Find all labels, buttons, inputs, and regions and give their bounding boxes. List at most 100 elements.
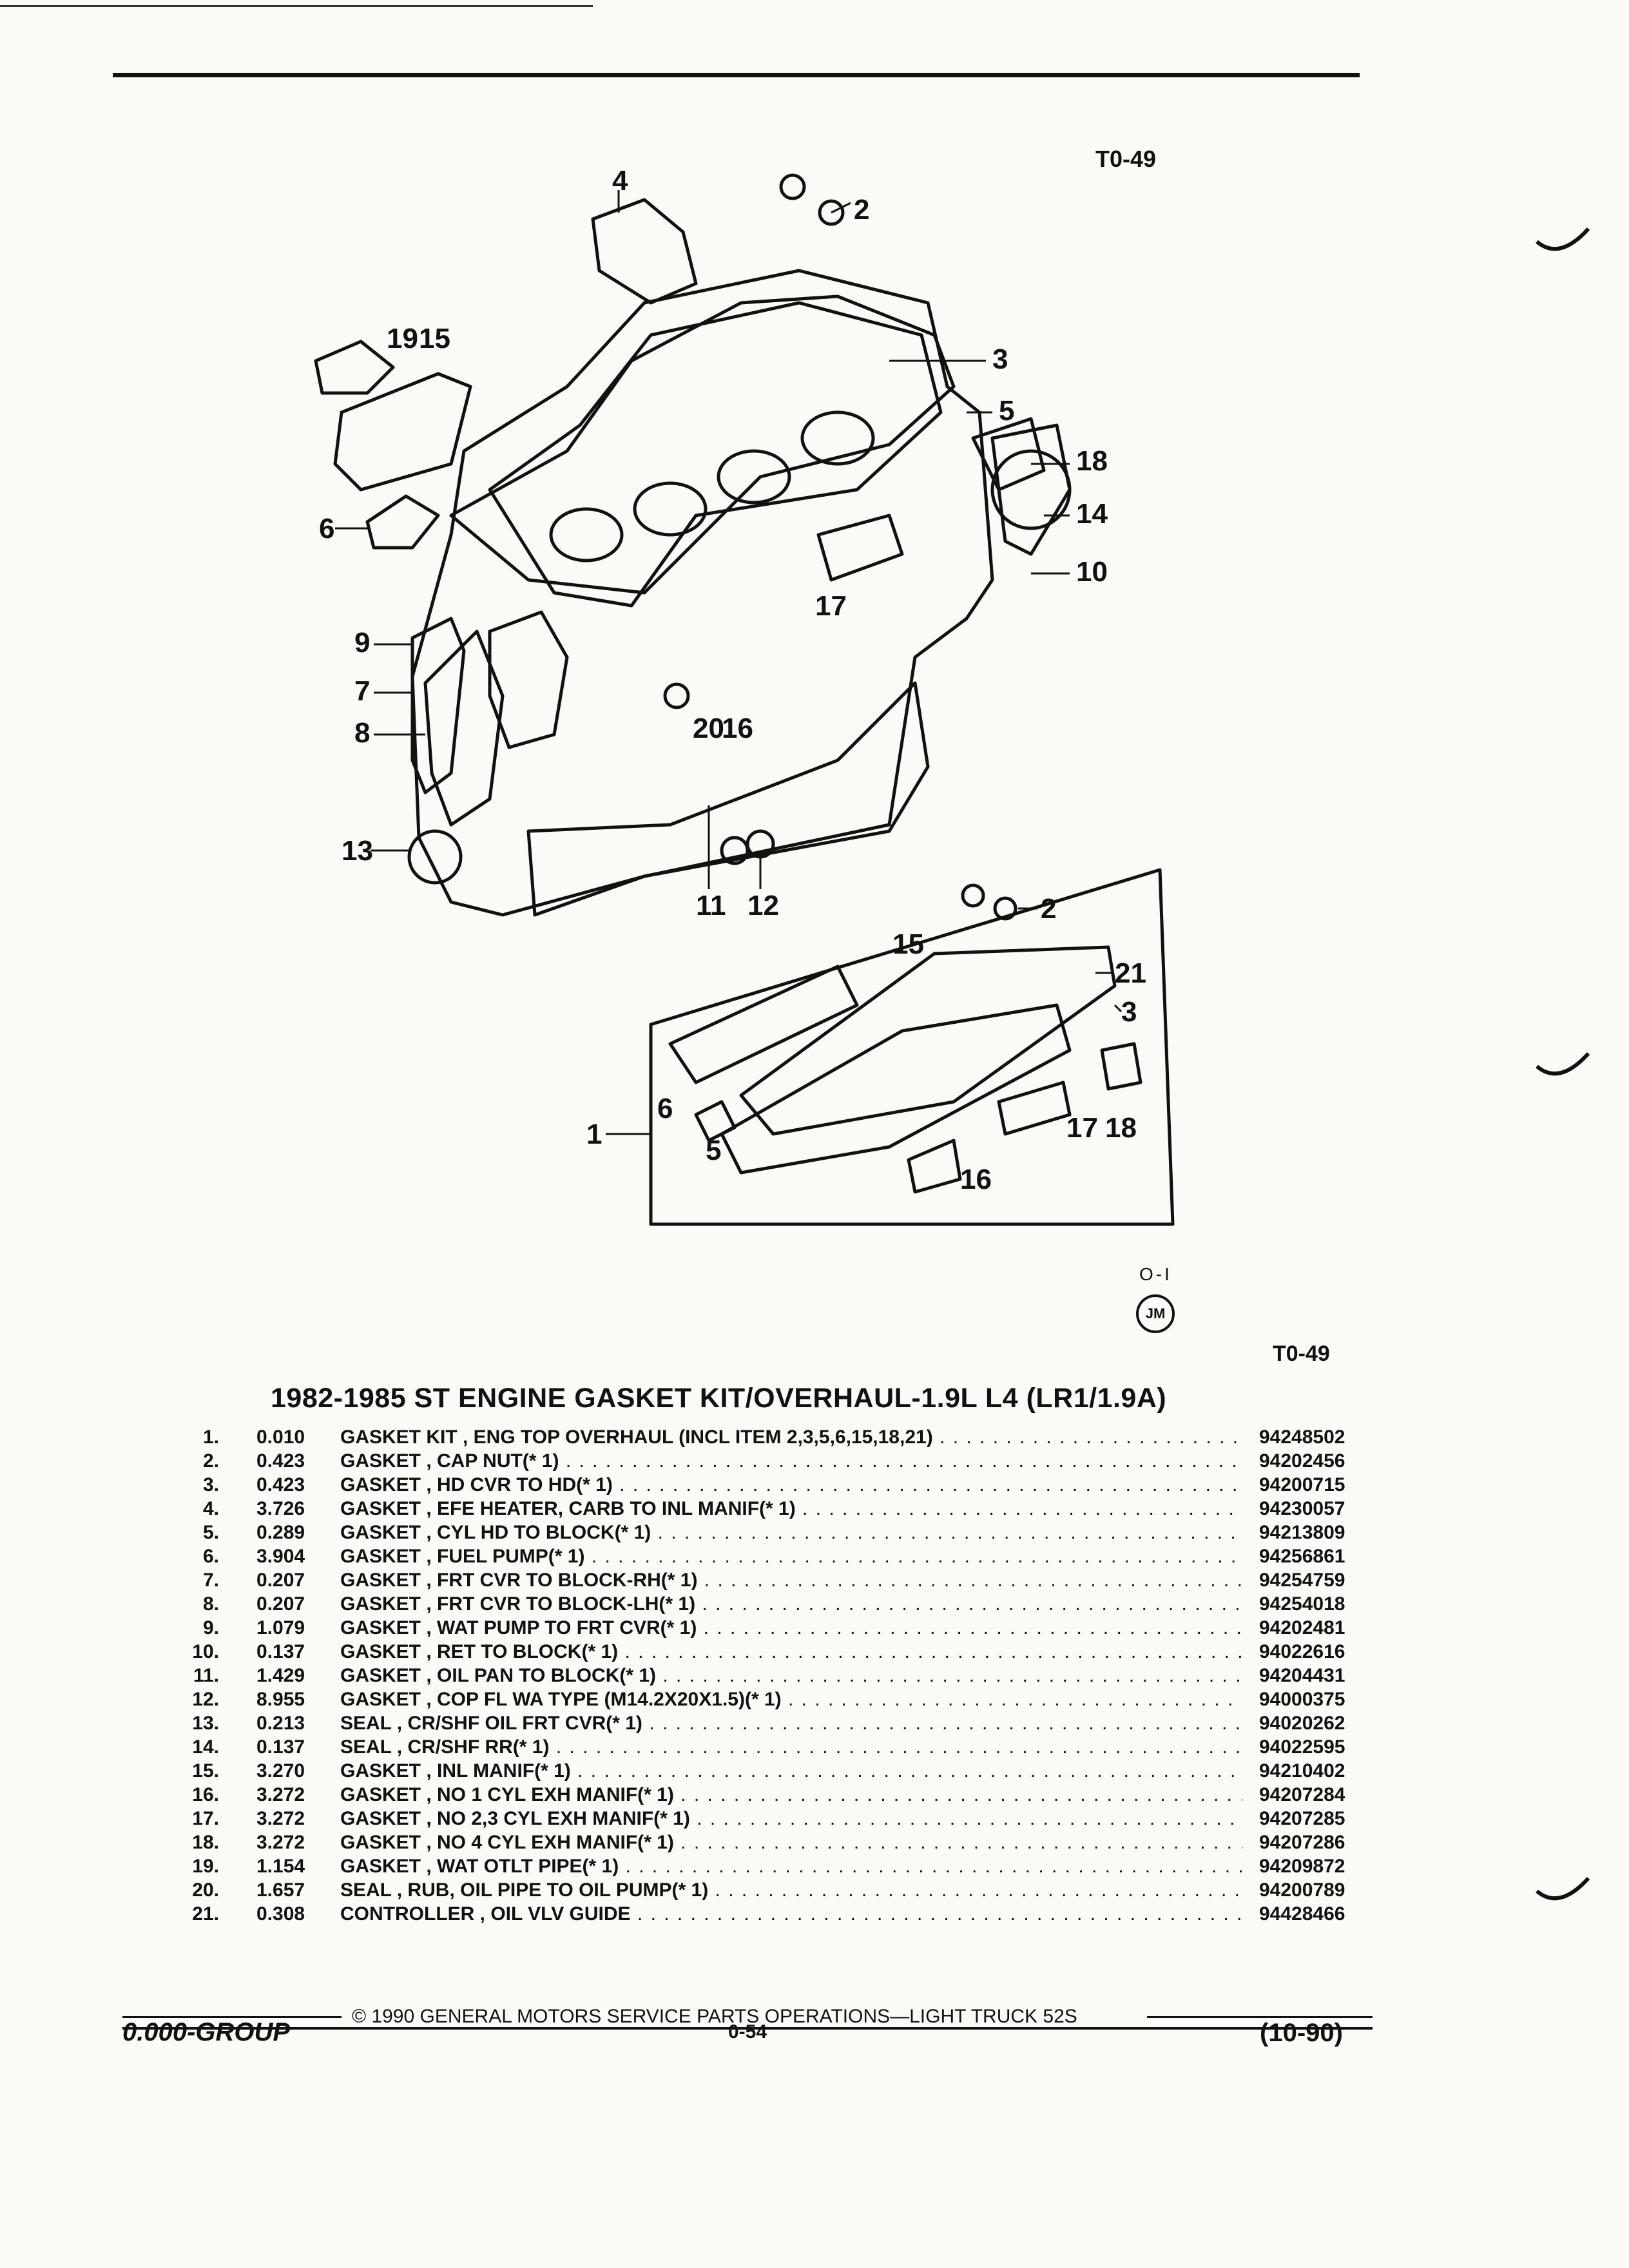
kit-callout-2: 2	[1041, 893, 1056, 925]
part-number: 94202456	[1255, 1449, 1345, 1473]
kit-exh-gasket-16	[907, 1139, 962, 1194]
cap-nut-2	[818, 199, 845, 226]
bore-1	[549, 507, 624, 562]
bore-4	[800, 410, 875, 466]
part-quantity: 0.423	[256, 1450, 305, 1472]
part-number-index: 21.	[192, 1903, 219, 1925]
kit-intake-gasket	[668, 965, 859, 1084]
figure-reference-top: T0-49	[1095, 146, 1157, 172]
front-cover-gasket-rh	[410, 617, 466, 794]
part-quantity: 3.726	[256, 1498, 305, 1519]
part-description: GASKET , NO 2,3 CYL EXH MANIF(* 1)	[340, 1807, 1242, 1831]
part-number: 94204431	[1255, 1664, 1345, 1687]
kit-cap-nut-2	[993, 896, 1017, 921]
front-oil-seal	[407, 829, 463, 885]
top-thin-rule	[0, 5, 593, 7]
kit-callout-15: 15	[892, 928, 924, 960]
part-description: GASKET , WAT PUMP TO FRT CVR(* 1)	[340, 1616, 1242, 1640]
margin-mark-3	[1536, 1876, 1590, 1901]
kit-box	[649, 868, 1175, 1226]
kit-exh-gasket-17	[997, 1081, 1072, 1136]
rear-oil-seal	[990, 449, 1072, 530]
part-number: 94000375	[1255, 1687, 1345, 1711]
rear-retainer-gasket	[990, 423, 1072, 556]
part-description: GASKET , RET TO BLOCK(* 1)	[340, 1640, 1242, 1664]
part-number-index: 4.	[202, 1498, 219, 1519]
kit-exh-gasket-18	[1100, 1042, 1142, 1091]
part-quantity: 8.955	[256, 1689, 305, 1710]
part-number: 94022595	[1255, 1735, 1345, 1759]
callout-15: 15	[419, 323, 450, 354]
callout-18: 18	[1076, 445, 1108, 477]
part-number: 94207286	[1255, 1831, 1345, 1854]
part-quantity: 0.137	[256, 1736, 305, 1758]
cylinder-head	[488, 301, 943, 608]
part-quantity: 3.270	[256, 1760, 305, 1782]
exploded-engine-diagram: 4 2 19 15 3 5 18 14 10 6 9 7 8 20 16 17 …	[314, 165, 1175, 1226]
part-number: 94207285	[1255, 1807, 1345, 1831]
top-rule	[113, 73, 1360, 77]
oil-pan	[526, 681, 930, 917]
parts-row: 15. 3.270 GASKET , INL MANIF(* 1) 94210402	[0, 1759, 1629, 1783]
stamp-text: O-I	[1139, 1264, 1172, 1284]
part-number: 94428466	[1255, 1902, 1345, 1926]
efe-heater-gasket	[591, 198, 698, 305]
part-quantity: 0.207	[256, 1593, 305, 1615]
part-number-index: 11.	[193, 1665, 219, 1686]
revision-date: (10-90)	[1260, 2019, 1343, 2047]
footer-rule-left	[122, 2016, 342, 2018]
part-number: 94210402	[1255, 1759, 1345, 1783]
kit-fuel-pump-gasket	[694, 1100, 737, 1142]
callout-9: 9	[354, 627, 370, 658]
part-description: GASKET , FRT CVR TO BLOCK-RH(* 1)	[340, 1568, 1242, 1592]
engine-block-outline	[410, 269, 994, 917]
parts-row: 8. 0.207 GASKET , FRT CVR TO BLOCK-LH(* 1)…	[0, 1592, 1629, 1616]
kit-head-gasket	[720, 1003, 1072, 1175]
callout-5: 5	[999, 395, 1014, 427]
part-description: GASKET , INL MANIF(* 1)	[340, 1759, 1242, 1783]
part-quantity: 1.154	[256, 1856, 305, 1877]
cap-nut-1	[779, 173, 806, 200]
group-label: 0.000-GROUP	[122, 2018, 291, 2046]
part-description: GASKET , FRT CVR TO BLOCK-LH(* 1)	[340, 1592, 1242, 1616]
margin-mark-2	[1536, 1052, 1590, 1076]
kit-callout-21: 21	[1115, 957, 1146, 989]
callout-17: 17	[815, 590, 847, 622]
part-number: 94022616	[1255, 1640, 1345, 1664]
kit-callout-3: 3	[1121, 996, 1137, 1028]
callout-19: 19	[387, 323, 418, 354]
oil-pipe-seal	[663, 682, 690, 709]
fuel-pump-gasket	[365, 494, 440, 550]
kit-head-cover-gasket	[739, 945, 1117, 1136]
part-quantity: 0.423	[256, 1474, 305, 1495]
part-description: GASKET , NO 1 CYL EXH MANIF(* 1)	[340, 1783, 1242, 1807]
part-number-index: 15.	[192, 1760, 219, 1782]
part-number-index: 7.	[202, 1570, 219, 1591]
callout-14: 14	[1076, 498, 1108, 530]
part-number: 94256861	[1255, 1544, 1345, 1568]
callout-11: 11	[696, 890, 726, 921]
callout-16: 16	[722, 713, 753, 744]
callout-10: 10	[1076, 556, 1108, 588]
part-quantity: 0.213	[256, 1713, 305, 1734]
exh-manifold-gasket-23	[816, 514, 904, 582]
part-number: 94230057	[1255, 1497, 1345, 1521]
part-number: 94254018	[1255, 1592, 1345, 1616]
part-number: 94209872	[1255, 1854, 1345, 1878]
part-number-index: 5.	[202, 1522, 219, 1543]
kit-callout-1: 1	[586, 1119, 602, 1150]
callout-6: 6	[319, 513, 334, 544]
part-number-index: 8.	[202, 1593, 219, 1615]
callout-12: 12	[747, 890, 779, 921]
part-quantity: 0.010	[256, 1427, 305, 1448]
